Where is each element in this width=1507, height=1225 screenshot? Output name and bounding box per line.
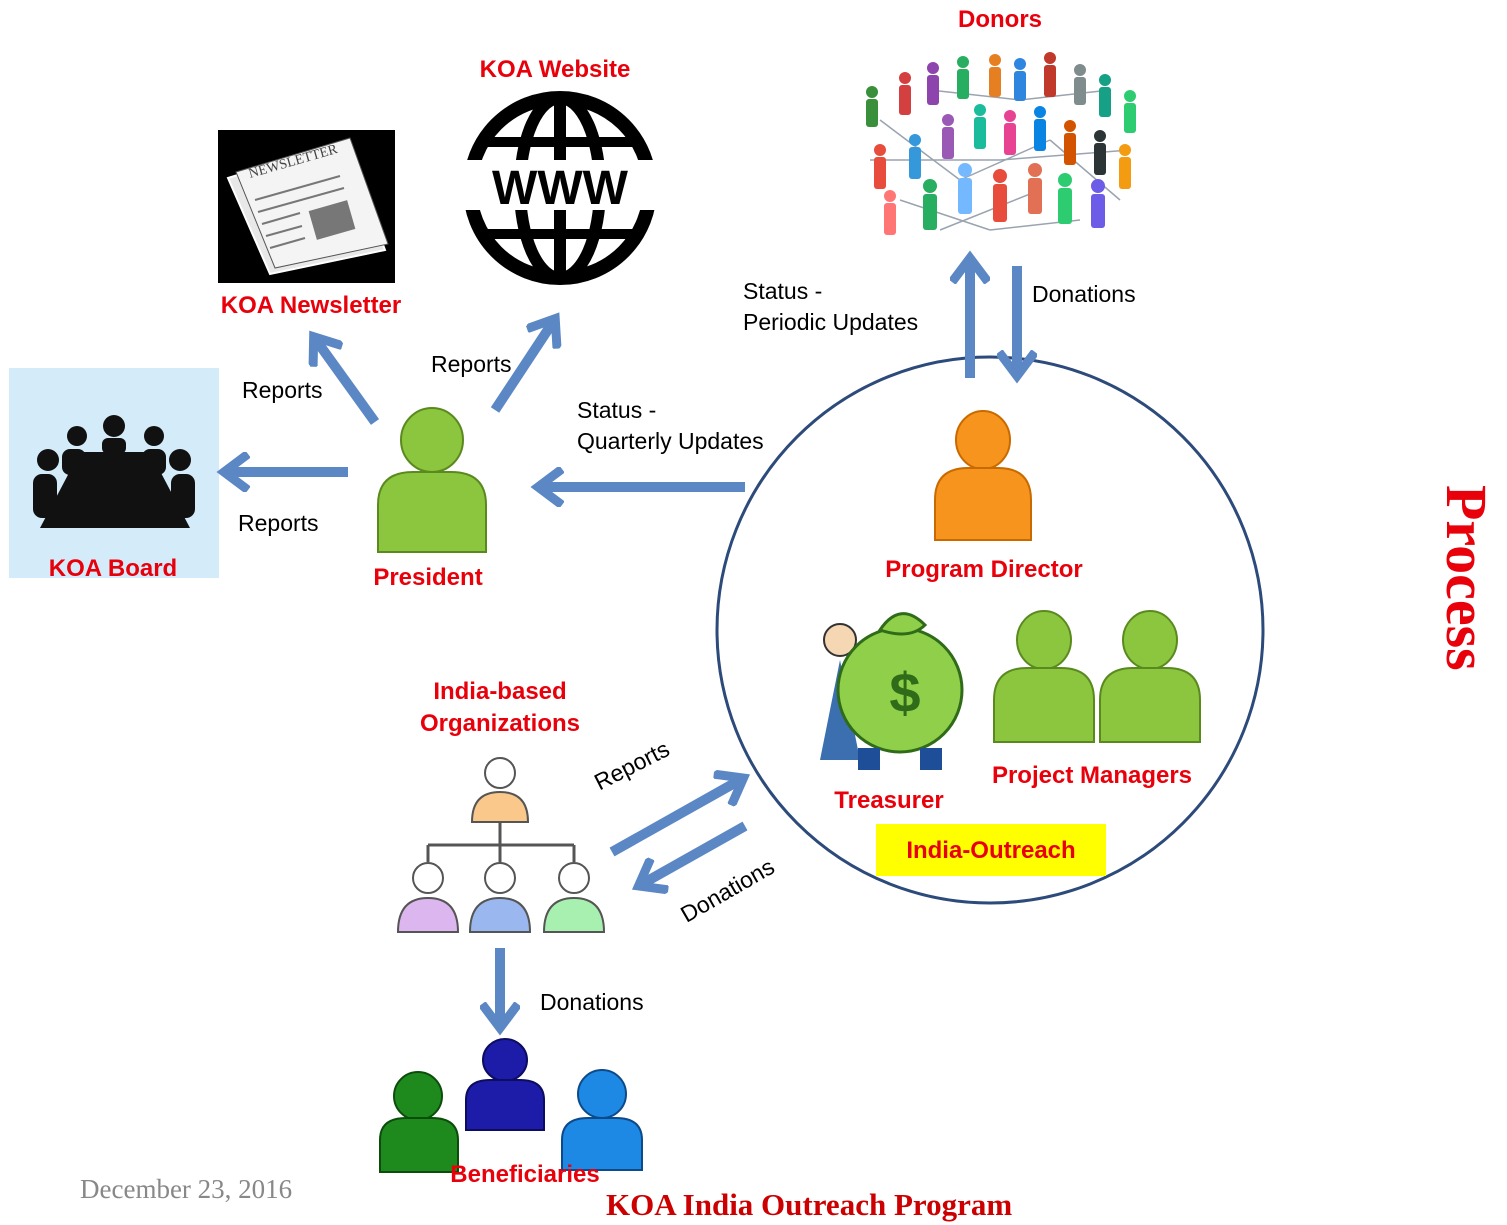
president-label: President [373,564,483,591]
arrow-reports-website [490,322,553,413]
program-director-icon [934,410,1032,541]
footer-date: December 23, 2016 [80,1174,293,1204]
donors-label: Donors [958,6,1042,33]
india-outreach-circle [715,355,1265,905]
reports-website-label: Reports [431,351,512,377]
koa-board-label: KOA Board [48,555,178,582]
donors-network-icon [866,52,1136,235]
org-chart-icon [396,757,606,933]
board-meeting-icon [33,415,195,528]
www-glyph: WWW [492,162,629,215]
project-managers-label: Project Managers [991,762,1193,789]
arrow-donations-orgs [642,821,748,884]
treasurer-money-bag-icon: $ [820,612,964,770]
arrow-reports-orgs [609,780,740,857]
treasurer-label: Treasurer [834,787,944,814]
koa-newsletter-label: KOA Newsletter [220,292,402,319]
newsletter-icon: NEWSLETTER [218,130,395,283]
reports-newsletter-label: Reports [242,377,323,403]
program-director-label: Program Director [885,556,1083,583]
status-quarterly-line2: Quarterly Updates [577,428,764,454]
project-managers-icon [993,610,1201,743]
footer-program-title: KOA India Outreach Program [606,1187,1013,1222]
beneficiaries-label: Beneficiaries [450,1161,600,1188]
arrow-reports-newsletter [316,340,380,425]
beneficiaries-icon [379,1038,643,1173]
donations-from-donors-label: Donations [1032,281,1136,307]
donations-to-beneficiaries-label: Donations [540,989,644,1015]
india-orgs-label-line1: India-based [433,678,567,705]
koa-website-label: KOA Website [479,56,631,83]
status-periodic-line1: Status - [743,278,823,304]
www-globe-icon: WWW [462,91,658,285]
dollar-glyph: $ [889,661,920,724]
reports-board-label: Reports [238,510,319,536]
india-outreach-highlight [876,824,1106,876]
status-quarterly-line1: Status - [577,397,657,423]
india-orgs-label-line2: Organizations [419,710,581,737]
president-icon [377,407,487,553]
india-outreach-label: India-Outreach [906,837,1076,864]
status-periodic-line2: Periodic Updates [743,309,919,335]
side-title-process: Process [1434,485,1499,671]
